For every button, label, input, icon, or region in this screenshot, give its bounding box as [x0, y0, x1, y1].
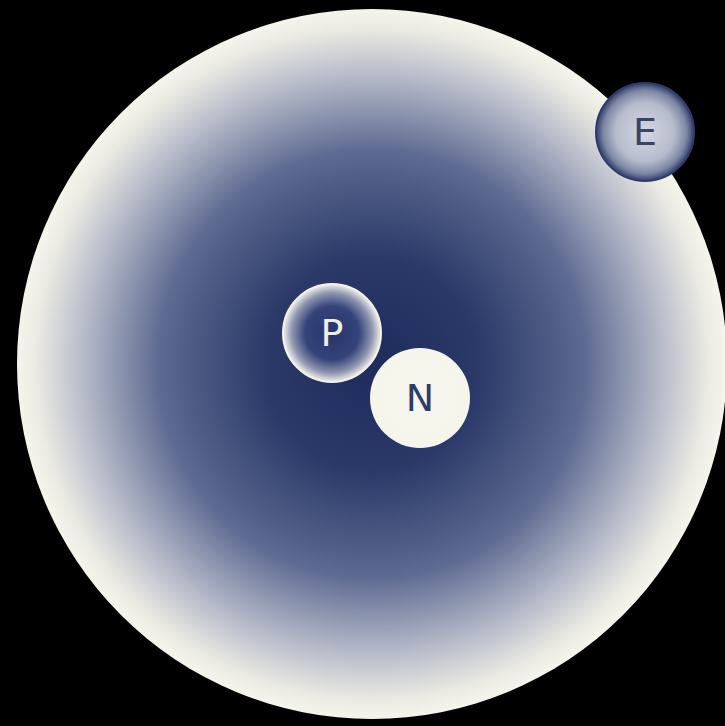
neutron-circle: N	[370, 348, 470, 448]
particle-symbol: P	[321, 314, 344, 352]
particle-disc	[596, 83, 694, 181]
electron-cloud	[17, 9, 725, 719]
particle-disc	[370, 348, 470, 448]
particle-disc	[283, 284, 381, 382]
proton-circle: P	[282, 283, 382, 383]
particle-symbol: E	[633, 113, 657, 151]
particle-symbol: N	[406, 379, 434, 417]
electron-circle: E	[595, 82, 695, 182]
